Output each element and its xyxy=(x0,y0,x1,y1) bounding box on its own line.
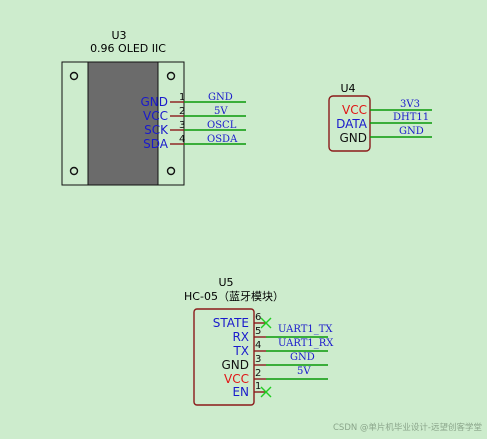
u5-net-uart1-tx: UART1_TX xyxy=(278,324,333,335)
u5-pin-1[interactable]: EN 1 xyxy=(232,381,272,399)
u4-pin-gnd[interactable]: GND GND xyxy=(339,126,432,145)
u3-designator: U3 xyxy=(111,29,126,42)
u3-oled-component[interactable]: U3 0.96 OLED IIC GND 1 GND VCC 2 5V SCK … xyxy=(61,29,246,186)
u4-pin-data-name: DATA xyxy=(336,117,368,131)
u3-mount-hole-tr xyxy=(166,71,176,81)
u5-value: HC-05（蓝牙模块） xyxy=(184,290,284,303)
u3-pin-3-number: 3 xyxy=(179,120,185,131)
u5-pin-6-number: 6 xyxy=(255,312,261,323)
u5-pin-6-no-connect-icon xyxy=(260,317,272,329)
u3-mount-hole-tl xyxy=(69,71,79,81)
u3-net-oscl: OSCL xyxy=(207,120,237,131)
u3-pin-4[interactable]: SDA 4 OSDA xyxy=(143,134,246,151)
u5-pin-6-name: STATE xyxy=(213,316,249,330)
u5-pin-1-name: EN xyxy=(232,385,249,399)
u4-pin-vcc-name: VCC xyxy=(342,103,367,117)
u5-pin-5-number: 5 xyxy=(255,326,261,337)
u3-pin-3-name: SCK xyxy=(144,123,169,137)
u5-pin-2-name: VCC xyxy=(224,372,249,386)
u3-pin-2-name: VCC xyxy=(143,109,168,123)
u3-pin-3[interactable]: SCK 3 OSCL xyxy=(144,120,246,137)
u5-pin-2-number: 2 xyxy=(255,368,261,379)
u3-net-osda: OSDA xyxy=(207,134,238,145)
u5-pin-2[interactable]: VCC 2 5V xyxy=(224,366,328,386)
u3-net-5v: 5V xyxy=(214,106,228,117)
watermark: CSDN @单片机毕业设计-远望创客学堂 xyxy=(333,422,482,433)
u5-pin-3-name: GND xyxy=(221,358,249,372)
u5-pin-4-number: 4 xyxy=(255,340,261,351)
u3-pin-1-name: GND xyxy=(140,95,168,109)
u3-pin-4-name: SDA xyxy=(143,137,169,151)
u3-pin-1-number: 1 xyxy=(179,92,185,103)
u5-pin-6[interactable]: STATE 6 xyxy=(213,312,272,330)
u3-pin-2-number: 2 xyxy=(179,106,185,117)
u5-pin-5[interactable]: RX 5 UART1_TX xyxy=(232,324,333,344)
u5-pin-4-name: TX xyxy=(232,344,249,358)
u3-mount-hole-bl xyxy=(69,166,79,176)
u4-dht11-component[interactable]: U4 VCC 3V3 DATA DHT11 GND GND xyxy=(328,82,432,152)
u5-pin-3-number: 3 xyxy=(255,354,261,365)
u5-pin-3[interactable]: GND 3 GND xyxy=(221,352,328,372)
u3-pin-4-number: 4 xyxy=(179,134,185,145)
u4-net-3v3: 3V3 xyxy=(400,99,420,110)
u5-net-5v: 5V xyxy=(297,366,311,377)
u4-designator: U4 xyxy=(340,82,355,95)
u4-pin-gnd-name: GND xyxy=(339,131,367,145)
u3-screen xyxy=(87,61,159,186)
u5-pin-5-name: RX xyxy=(232,330,249,344)
u4-net-dht11: DHT11 xyxy=(393,112,429,123)
u5-designator: U5 xyxy=(218,276,233,289)
u5-pin-1-number: 1 xyxy=(255,381,261,392)
u4-pin-data[interactable]: DATA DHT11 xyxy=(336,112,432,131)
u3-net-gnd: GND xyxy=(208,92,233,103)
u3-pin-2[interactable]: VCC 2 5V xyxy=(143,106,246,123)
u3-value: 0.96 OLED IIC xyxy=(90,42,166,55)
u5-net-uart1-rx: UART1_RX xyxy=(278,338,334,349)
u5-net-gnd: GND xyxy=(290,352,315,363)
u5-hc05-component[interactable]: U5 HC-05（蓝牙模块） STATE 6 RX 5 UART1_TX TX … xyxy=(184,276,334,406)
u3-pin-1[interactable]: GND 1 GND xyxy=(140,92,246,109)
u4-pin-vcc[interactable]: VCC 3V3 xyxy=(342,99,432,117)
u3-mount-hole-br xyxy=(166,166,176,176)
u5-pin-4[interactable]: TX 4 UART1_RX xyxy=(232,338,334,358)
u5-body xyxy=(193,308,255,406)
u4-net-gnd: GND xyxy=(399,126,424,137)
u5-pin-1-no-connect-icon xyxy=(260,386,272,398)
